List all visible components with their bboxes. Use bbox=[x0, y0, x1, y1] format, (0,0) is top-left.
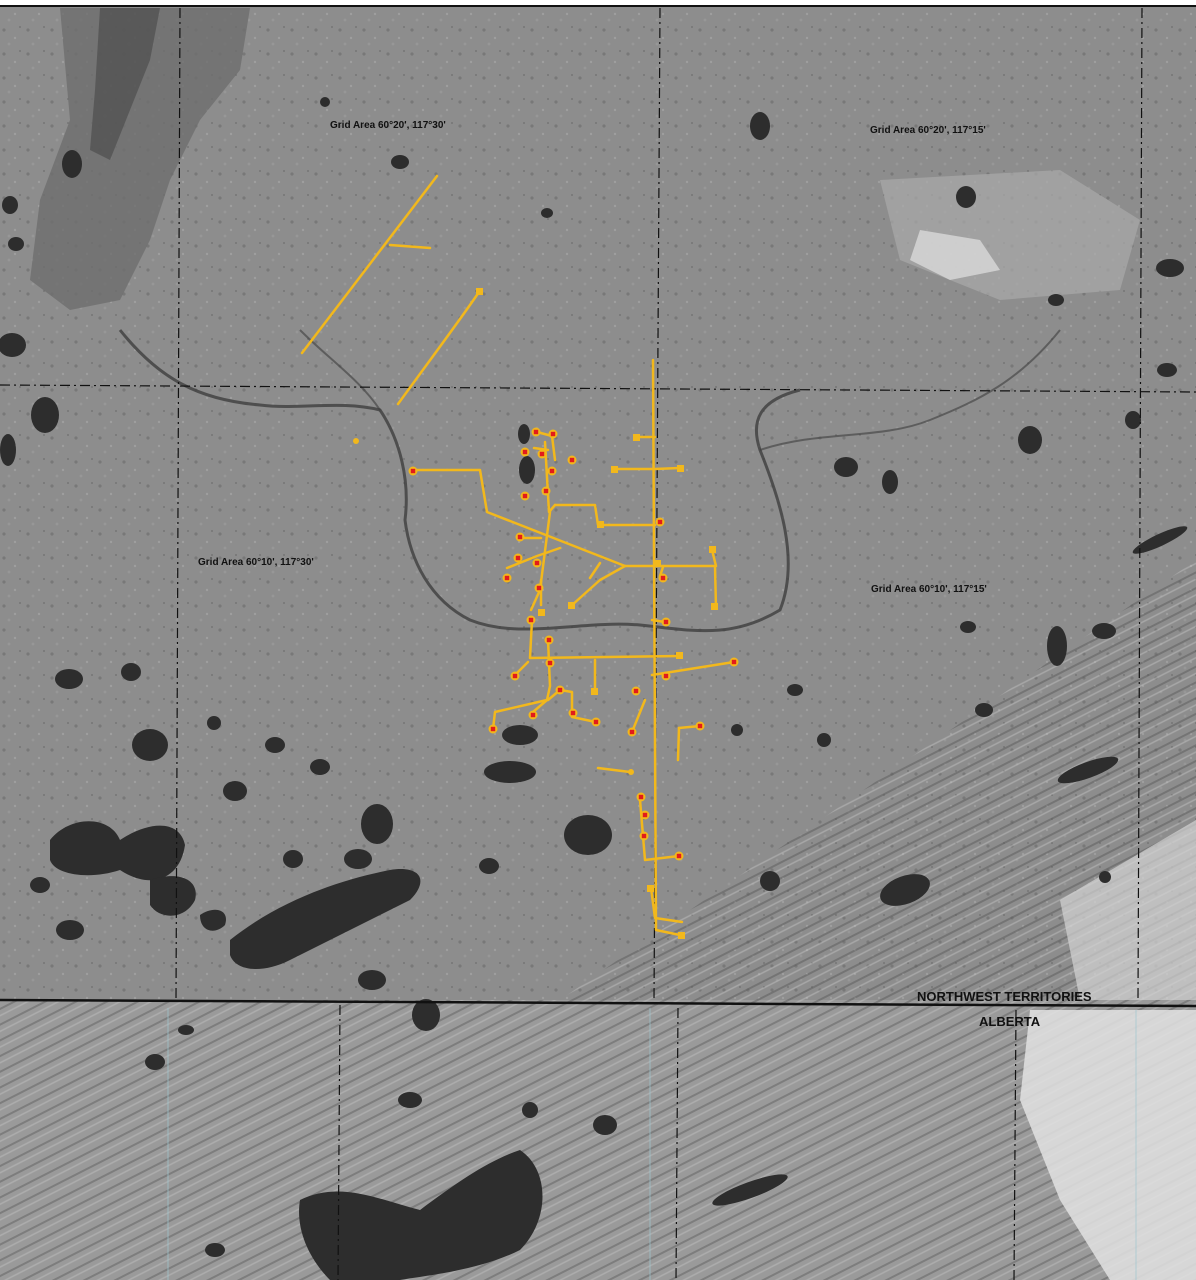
grid-area-label-ne: Grid Area 60°20', 117°15' bbox=[870, 125, 986, 136]
route-segment bbox=[546, 688, 598, 724]
route-network[interactable] bbox=[300, 174, 736, 937]
well-marker-icon bbox=[526, 615, 536, 625]
route-segment bbox=[630, 698, 647, 734]
well-marker-icon bbox=[661, 671, 671, 681]
well-marker-icon bbox=[591, 717, 601, 727]
route-segment bbox=[553, 503, 657, 527]
yellow-square-icon bbox=[591, 688, 598, 695]
yellow-square-icon bbox=[568, 602, 575, 609]
well-marker-icon bbox=[534, 583, 544, 593]
route-segment bbox=[588, 561, 602, 580]
yellow-square-icon bbox=[633, 434, 640, 441]
yellow-dot-icon bbox=[353, 438, 359, 444]
well-marker-icon bbox=[548, 429, 558, 439]
well-marker-icon bbox=[531, 427, 541, 437]
well-marker-icon bbox=[640, 810, 650, 820]
route-segment bbox=[300, 174, 439, 355]
well-marker-icon bbox=[502, 573, 512, 583]
yellow-dot-icon bbox=[628, 769, 634, 775]
yellow-square-icon bbox=[678, 932, 685, 939]
route-segment bbox=[532, 446, 550, 452]
grid-area-label-sw: Grid Area 60°10', 117°30' bbox=[198, 557, 314, 568]
route-segment bbox=[388, 243, 432, 250]
terrain-layer bbox=[0, 8, 1196, 1280]
facility-markers[interactable] bbox=[353, 288, 718, 939]
well-marker-icon bbox=[520, 491, 530, 501]
well-marker-icon bbox=[408, 466, 418, 476]
well-markers[interactable] bbox=[408, 427, 739, 861]
route-segment bbox=[612, 466, 682, 471]
grid-area-label-nw: Grid Area 60°20', 117°30' bbox=[330, 120, 446, 131]
well-marker-icon bbox=[537, 449, 547, 459]
route-segment bbox=[528, 618, 682, 660]
well-marker-icon bbox=[510, 671, 520, 681]
well-marker-icon bbox=[636, 792, 646, 802]
well-marker-icon bbox=[555, 685, 565, 695]
well-marker-icon bbox=[655, 517, 665, 527]
route-segment bbox=[596, 766, 632, 774]
grid-area-label-se: Grid Area 60°10', 117°15' bbox=[871, 584, 987, 595]
well-marker-icon bbox=[547, 466, 557, 476]
yellow-square-icon bbox=[597, 521, 604, 528]
route-segment bbox=[651, 358, 682, 937]
well-marker-icon bbox=[520, 447, 530, 457]
well-marker-icon bbox=[488, 724, 498, 734]
well-marker-icon bbox=[567, 455, 577, 465]
well-marker-icon bbox=[513, 553, 523, 563]
yellow-square-icon bbox=[654, 560, 661, 567]
yellow-square-icon bbox=[676, 652, 683, 659]
territorial-boundary-line bbox=[0, 998, 1196, 1008]
route-segment bbox=[649, 886, 684, 924]
yellow-square-icon bbox=[476, 288, 483, 295]
well-marker-icon bbox=[631, 686, 641, 696]
well-marker-icon bbox=[695, 721, 705, 731]
route-segment bbox=[410, 468, 627, 568]
well-marker-icon bbox=[639, 831, 649, 841]
well-marker-icon bbox=[515, 532, 525, 542]
route-segment bbox=[638, 798, 681, 862]
yellow-square-icon bbox=[677, 465, 684, 472]
route-segment bbox=[491, 698, 549, 731]
well-marker-icon bbox=[674, 851, 684, 861]
well-marker-icon bbox=[541, 486, 551, 496]
well-marker-icon bbox=[545, 658, 555, 668]
route-segment bbox=[396, 290, 481, 406]
well-marker-icon bbox=[627, 727, 637, 737]
boundary-label-south: ALBERTA bbox=[979, 1014, 1041, 1029]
lakes-layer bbox=[0, 97, 1188, 1280]
yellow-square-icon bbox=[538, 609, 545, 616]
well-marker-icon bbox=[568, 708, 578, 718]
well-marker-icon bbox=[528, 710, 538, 720]
well-marker-icon bbox=[661, 617, 671, 627]
route-segment bbox=[569, 564, 627, 608]
yellow-square-icon bbox=[647, 885, 654, 892]
yellow-square-icon bbox=[611, 466, 618, 473]
well-marker-icon bbox=[729, 657, 739, 667]
well-marker-icon bbox=[532, 558, 542, 568]
yellow-square-icon bbox=[709, 546, 716, 553]
route-segment bbox=[505, 546, 562, 570]
yellow-square-icon bbox=[711, 603, 718, 610]
map-top-border bbox=[0, 0, 1196, 7]
well-marker-icon bbox=[544, 635, 554, 645]
strip-lines bbox=[167, 1008, 1137, 1280]
route-segment bbox=[676, 726, 681, 762]
well-marker-icon bbox=[658, 573, 668, 583]
boundary-label-north: NORTHWEST TERRITORIES bbox=[917, 989, 1092, 1004]
